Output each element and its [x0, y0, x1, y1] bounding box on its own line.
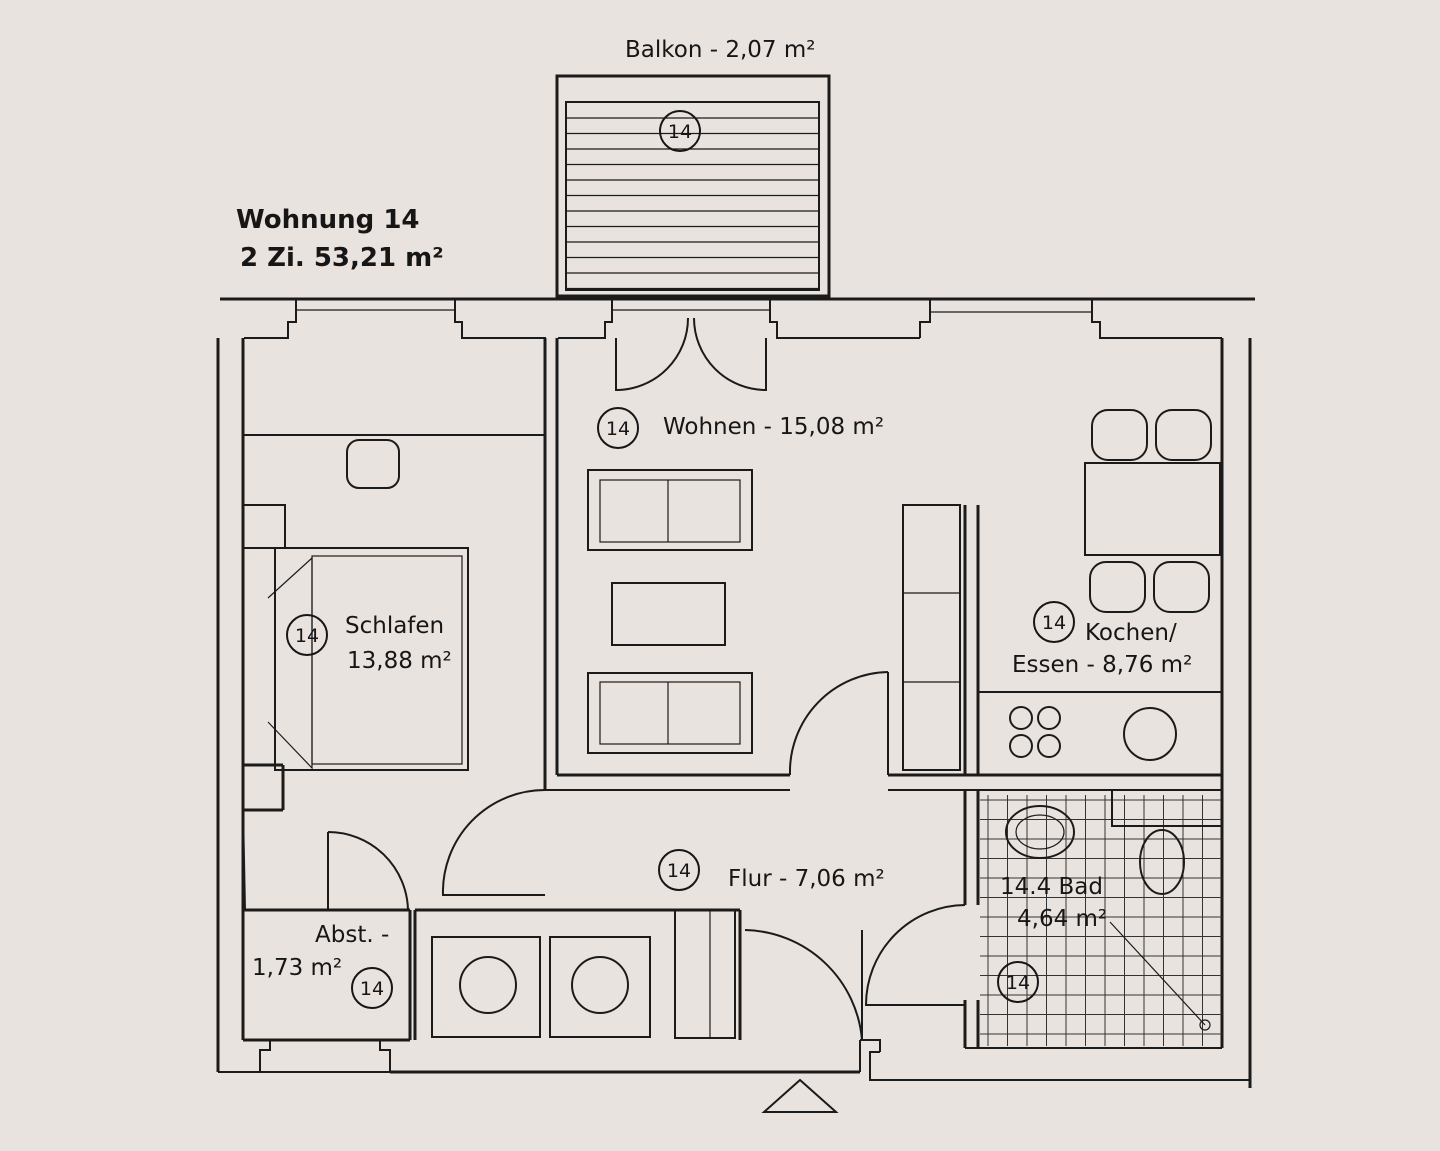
kitchen-label-area: Essen - 8,76 m²	[1012, 652, 1192, 678]
svg-text:14: 14	[360, 978, 384, 1000]
svg-text:14: 14	[1006, 972, 1030, 994]
storage-label-area: 1,73 m²	[252, 955, 342, 981]
apartment-summary: 2 Zi. 53,21 m²	[240, 243, 444, 273]
bathroom-label-area: 4,64 m²	[1017, 906, 1107, 932]
hall-label: Flur - 7,06 m²	[728, 866, 885, 892]
doors	[327, 317, 966, 1041]
bedroom-label-name: Schlafen	[345, 613, 444, 639]
svg-text:14: 14	[606, 418, 630, 440]
room-marker-storage: 14	[351, 967, 393, 1009]
room-marker-hall: 14	[658, 849, 700, 891]
room-marker-balcony: 14	[659, 110, 701, 152]
living-furniture	[587, 469, 961, 771]
room-marker-living: 14	[597, 407, 639, 449]
svg-text:14: 14	[668, 121, 692, 143]
kitchen-furniture	[978, 409, 1222, 761]
bedroom-label-area: 13,88 m²	[347, 648, 452, 674]
balcony-label: Balkon - 2,07 m²	[625, 37, 815, 63]
bathroom	[980, 789, 1223, 1046]
room-marker-kitchen: 14	[1033, 601, 1075, 643]
balcony: Balkon - 2,07 m²	[555, 37, 831, 298]
kitchen-label-name: Kochen/	[1085, 620, 1177, 646]
svg-text:14: 14	[667, 860, 691, 882]
svg-text:14: 14	[295, 625, 319, 647]
room-marker-bedroom: 14	[286, 614, 328, 656]
svg-text:14: 14	[1042, 612, 1066, 634]
apartment-title: Wohnung 14	[236, 205, 420, 235]
bathroom-label-name: 14.4 Bad	[1000, 874, 1103, 900]
living-room-label: Wohnen - 15,08 m²	[663, 414, 884, 440]
hall-furniture	[431, 909, 736, 1039]
outer-walls	[216, 297, 1255, 1113]
storage-label-name: Abst. -	[315, 922, 389, 948]
bedroom-furniture	[242, 439, 469, 771]
room-marker-bathroom: 14	[997, 961, 1039, 1003]
